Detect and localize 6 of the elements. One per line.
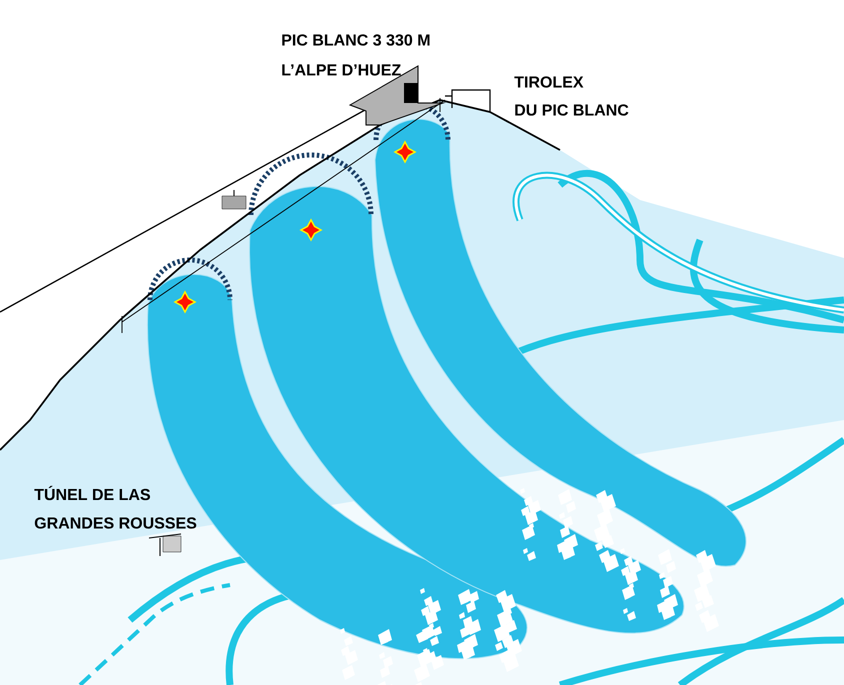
place-name: TIROLEX	[514, 76, 584, 88]
place-name: GRANDES ROUSSES	[34, 517, 196, 529]
place-name: TÚNEL DE LAS	[34, 486, 150, 500]
place-name: DU PIC BLANC	[515, 104, 628, 116]
place-name: L’ALPE D’HUEZ	[282, 64, 401, 76]
place-name: PIC BLANC 3 330 M	[282, 34, 430, 46]
